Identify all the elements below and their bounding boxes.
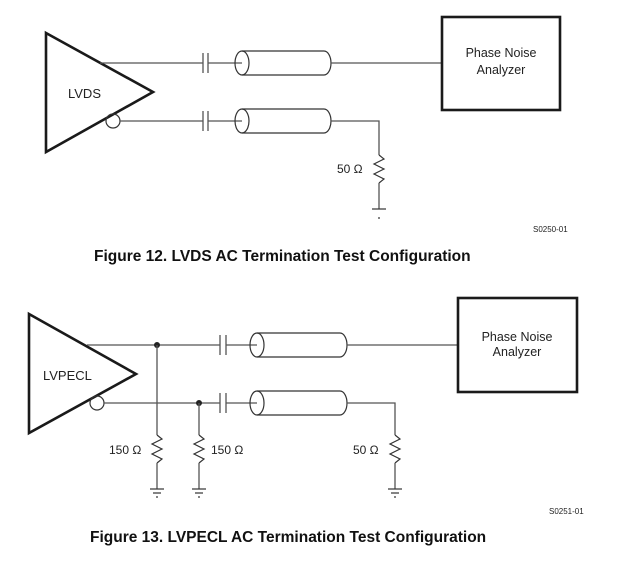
lvpecl-driver-label: LVPECL	[43, 368, 92, 383]
resistor-icon	[150, 434, 164, 464]
wire	[331, 120, 380, 155]
figure-13: LVPECL	[27, 296, 584, 546]
resistor-label: 50 Ω	[337, 162, 363, 176]
resistor-label: 150 Ω	[211, 443, 243, 457]
wire	[347, 402, 396, 435]
resistor-icon	[192, 434, 206, 464]
analyzer-label: Phase Noise	[466, 46, 537, 60]
coax-cable-icon	[249, 332, 348, 358]
ground-icon	[388, 488, 402, 498]
drawing-code: S0250-01	[533, 225, 568, 234]
lvpecl-driver-triangle	[27, 311, 139, 436]
lvds-driver-triangle	[44, 30, 156, 155]
lvds-driver-label: LVDS	[68, 86, 101, 101]
resistor-label: 150 Ω	[109, 443, 141, 457]
coax-cable-icon	[234, 108, 332, 134]
figure-caption: Figure 13. LVPECL AC Termination Test Co…	[90, 529, 486, 546]
resistor-icon	[388, 434, 402, 464]
phase-noise-analyzer-box	[456, 296, 579, 394]
coax-cable-icon	[249, 390, 348, 416]
ground-icon	[192, 488, 206, 498]
inverting-bubble-icon	[105, 113, 121, 129]
analyzer-label: Phase Noise	[482, 330, 553, 344]
ground-icon	[372, 208, 386, 219]
inverting-bubble-icon	[89, 395, 105, 411]
resistor-label: 50 Ω	[353, 443, 379, 457]
resistor-icon	[372, 154, 386, 184]
figure-12: LVDS	[44, 15, 568, 265]
analyzer-label: Analyzer	[493, 345, 542, 359]
analyzer-label: Analyzer	[477, 63, 526, 77]
figure-caption: Figure 12. LVDS AC Termination Test Conf…	[94, 248, 471, 265]
phase-noise-analyzer-box	[440, 15, 562, 112]
drawing-code: S0251-01	[549, 507, 584, 516]
coax-cable-icon	[234, 50, 332, 76]
ground-icon	[150, 488, 164, 498]
